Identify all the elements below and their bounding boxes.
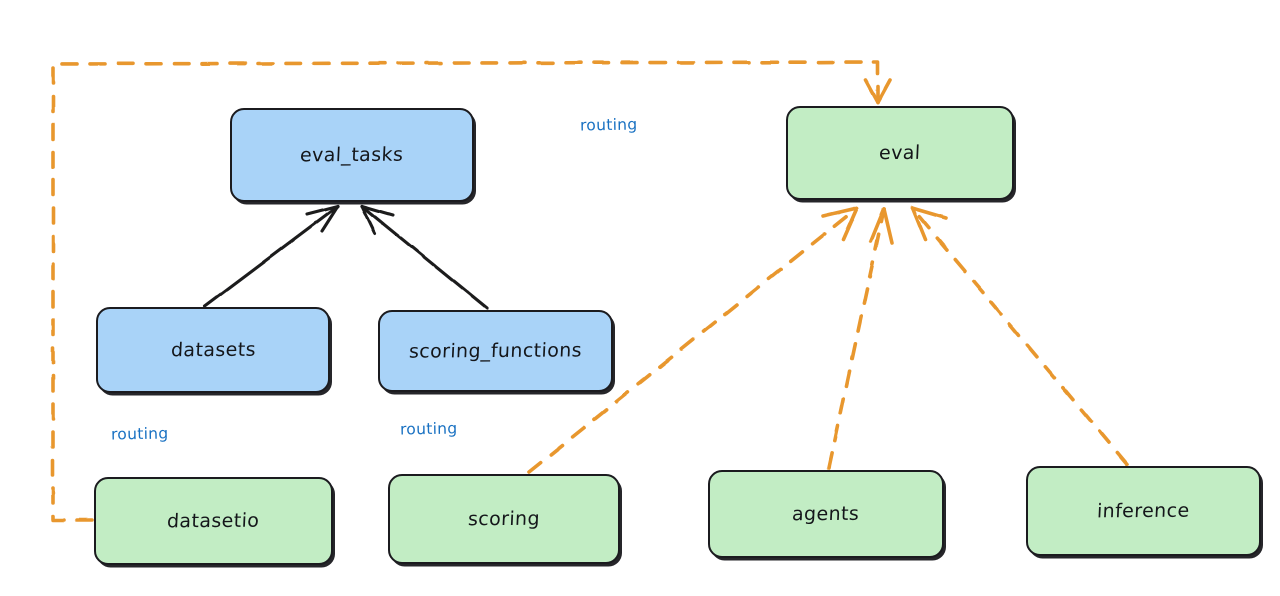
node-label: datasets bbox=[170, 338, 256, 362]
edge-agents-to-eval bbox=[827, 207, 894, 470]
node-label: scoring_functions bbox=[408, 339, 583, 363]
edge-label-routing-scoring-functions-scoring: routing bbox=[399, 419, 458, 439]
node-label: scoring bbox=[467, 507, 541, 531]
edge-label-routing-eval-tasks-eval: routing bbox=[579, 115, 638, 135]
edge-scoring-functions-to-eval-tasks bbox=[360, 204, 489, 310]
node-eval[interactable]: eval bbox=[786, 106, 1014, 200]
edge-inference-to-eval bbox=[910, 206, 1129, 466]
node-label: datasetio bbox=[166, 509, 261, 533]
node-scoring[interactable]: scoring bbox=[388, 474, 620, 564]
node-label: eval bbox=[878, 141, 922, 165]
node-label: agents bbox=[791, 502, 861, 526]
node-label: eval_tasks bbox=[299, 143, 405, 167]
edge-datasets-to-eval-tasks bbox=[203, 204, 340, 308]
node-datasets[interactable]: datasets bbox=[96, 307, 330, 393]
node-eval-tasks[interactable]: eval_tasks bbox=[230, 108, 474, 202]
edge-label-routing-datasets-datasetio: routing bbox=[110, 424, 169, 444]
node-label: inference bbox=[1096, 499, 1191, 523]
node-datasetio[interactable]: datasetio bbox=[94, 477, 333, 565]
node-agents[interactable]: agents bbox=[708, 470, 944, 558]
node-scoring-functions[interactable]: scoring_functions bbox=[378, 310, 613, 392]
node-inference[interactable]: inference bbox=[1026, 466, 1261, 556]
